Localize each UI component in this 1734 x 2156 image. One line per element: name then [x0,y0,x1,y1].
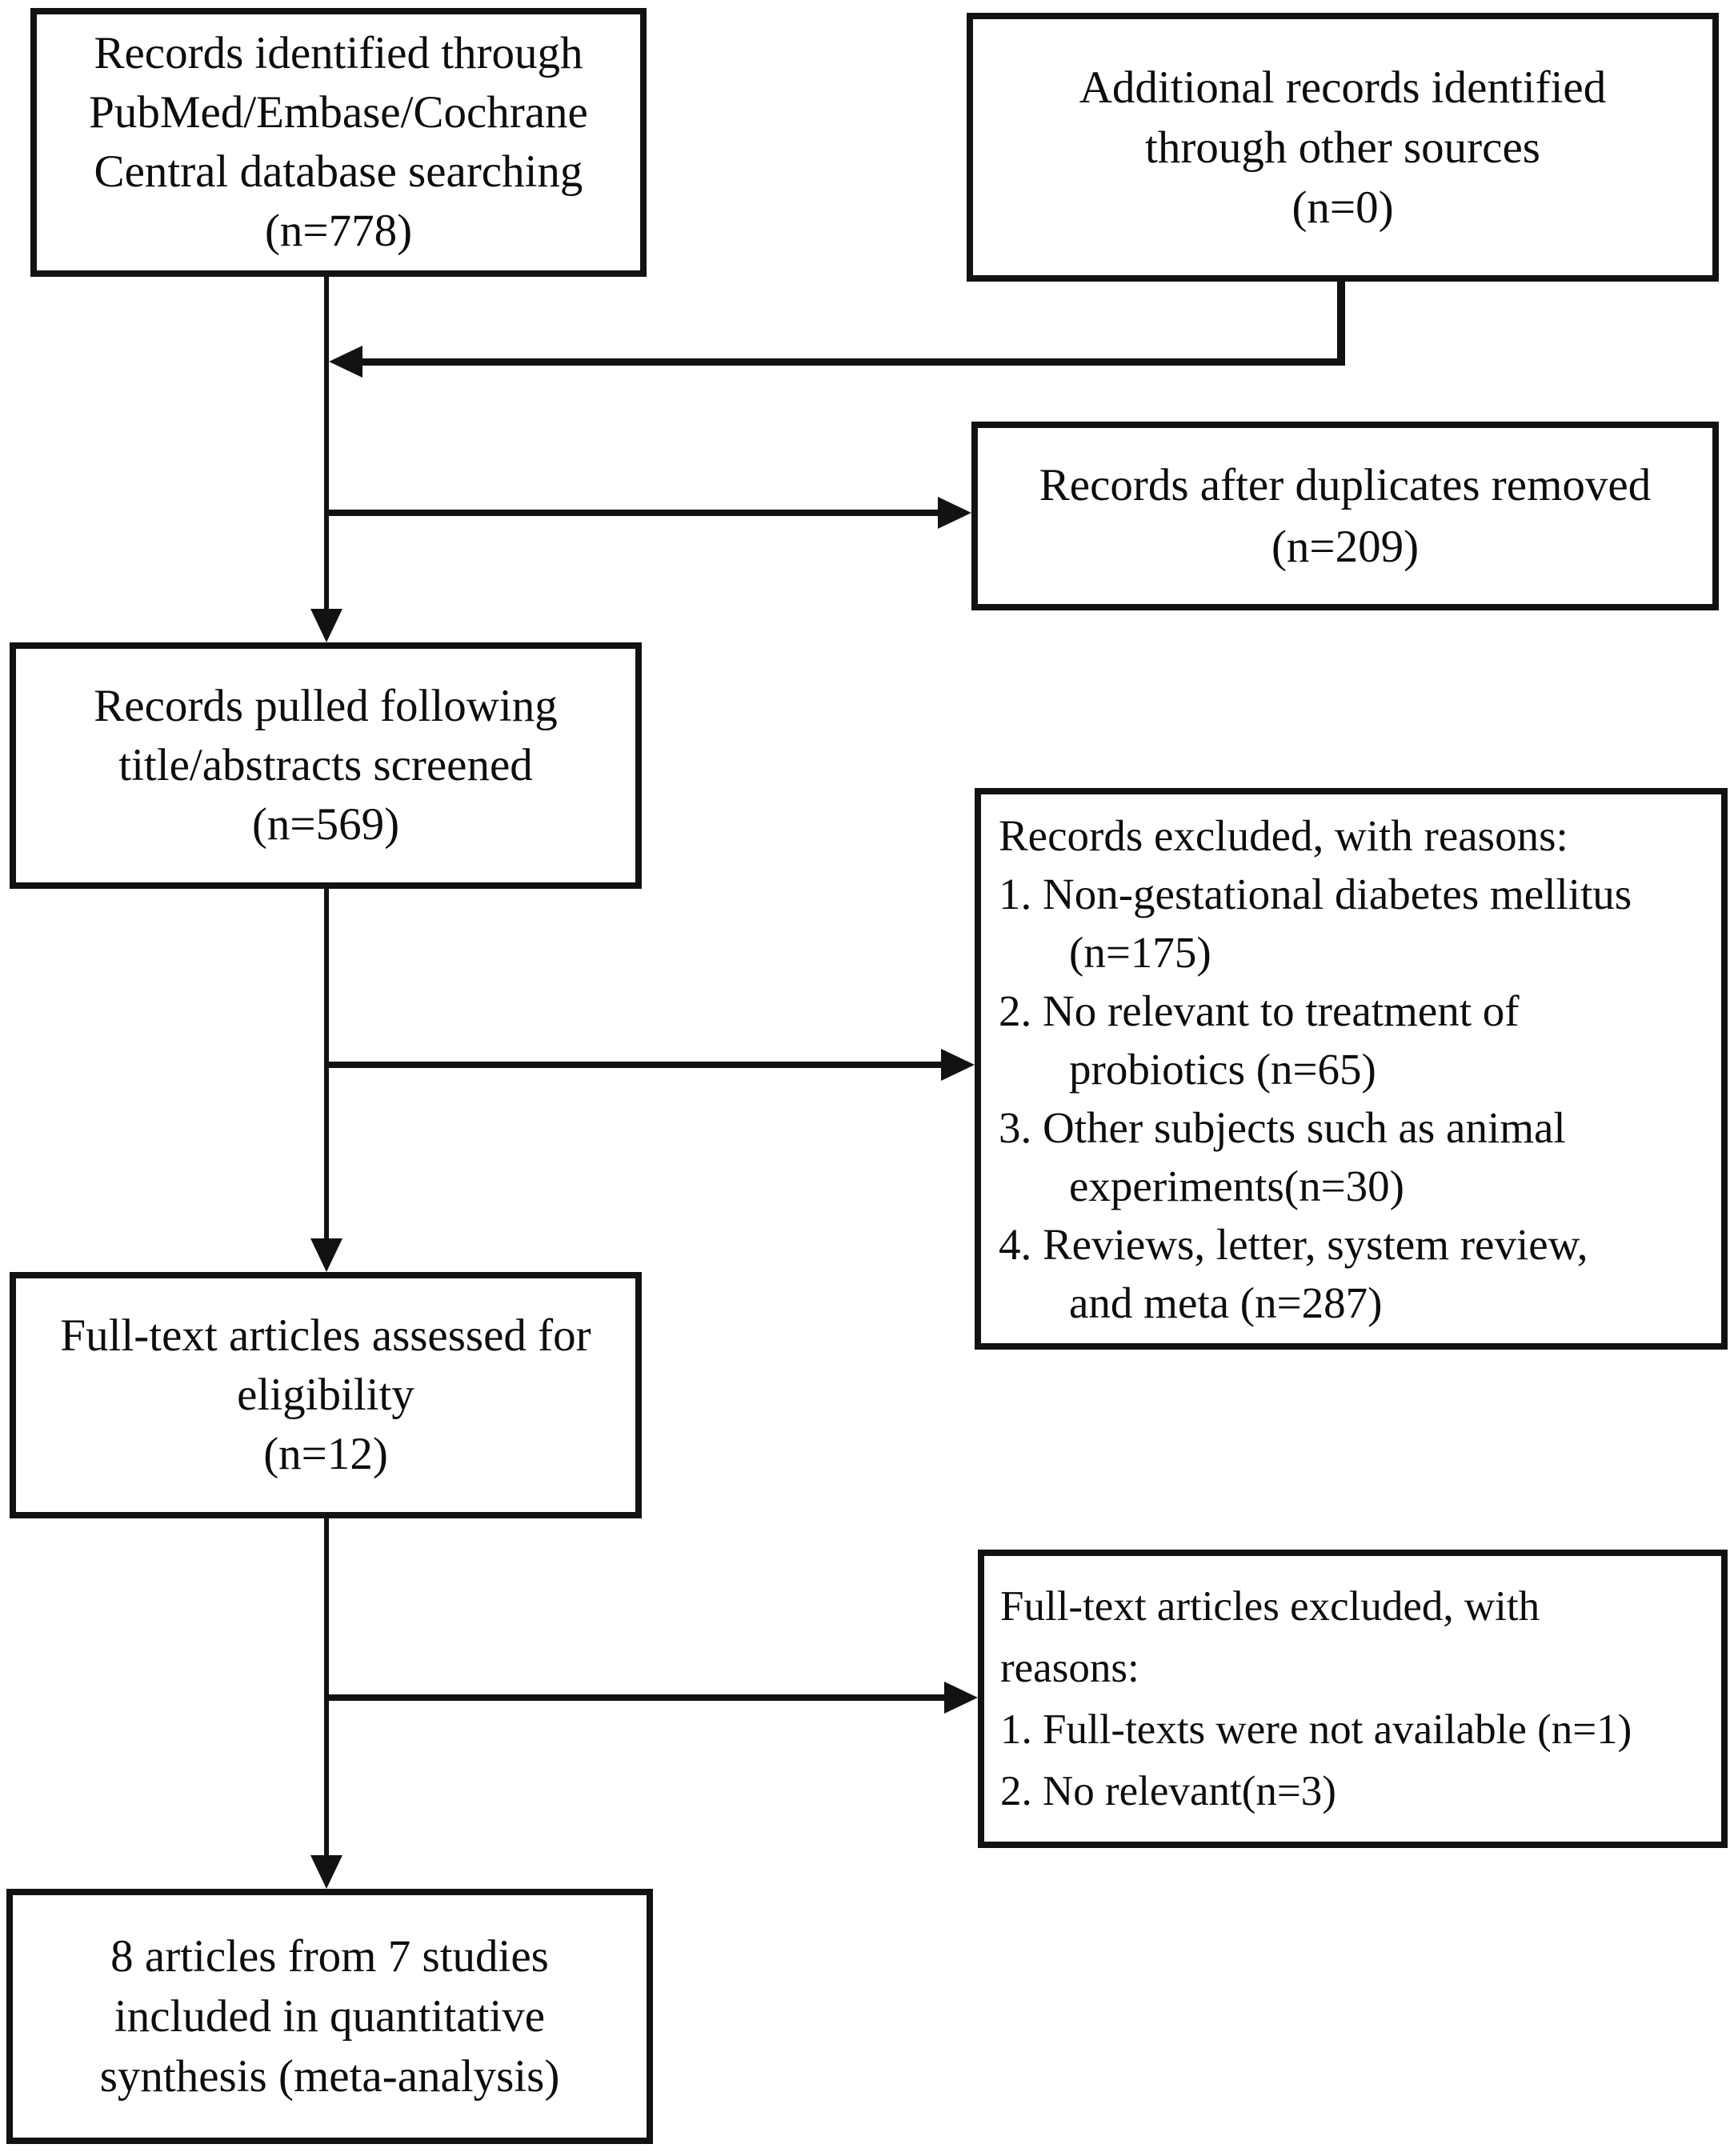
box-text-line: 1. Full-texts were not available (n=1) [1000,1706,1632,1753]
connector-assessed-to-included [324,1518,329,1855]
box-text-line: experiments(n=30) [1069,1161,1404,1210]
box-text-line: included in quantitative [114,1991,546,2042]
box-text-line: eligibility [237,1370,414,1420]
box-text-line: (n=175) [1069,927,1211,977]
arrowhead-down-icon [310,1238,342,1272]
box-text-line: probiotics (n=65) [1069,1044,1376,1094]
box-text-line: 1. Non-gestational diabetes mellitus [999,869,1632,918]
box-text-line: (n=12) [263,1429,388,1479]
box-records-excluded-reasons: Records excluded, with reasons: 1. Non-g… [975,788,1728,1350]
connector-other-sources-merge [355,358,1345,366]
box-text-line: (n=569) [251,799,400,850]
box-text-line: 3. Other subjects such as animal [999,1102,1566,1152]
box-text-line: Central database searching [94,146,583,197]
arrowhead-right-icon [941,1049,975,1081]
box-included-quantitative-synthesis: 8 articles from 7 studies included in qu… [6,1889,653,2144]
box-text-line: (n=0) [1291,182,1394,233]
box-additional-records-other-sources: Additional records identified through ot… [967,13,1719,282]
arrowhead-left-icon [329,346,362,378]
arrowhead-right-icon [938,497,971,529]
connector-to-fulltext-excluded [326,1694,944,1701]
box-text-line: (n=778) [264,206,413,256]
connector-to-records-excluded [326,1062,941,1068]
box-text-line: 8 articles from 7 studies [110,1931,549,1982]
box-records-after-duplicates-removed: Records after duplicates removed (n=209) [971,422,1719,610]
box-fulltext-assessed-eligibility: Full-text articles assessed for eligibil… [10,1272,642,1518]
box-text-line: Full-text articles assessed for [60,1310,591,1361]
box-text-line: 4. Reviews, letter, system review, [999,1219,1588,1269]
box-text-line: (n=209) [1271,522,1420,572]
box-text-line: Records identified through [94,28,583,78]
box-text-line: through other sources [1145,122,1540,173]
box-text-line: title/abstracts screened [118,740,533,790]
connector-identified-to-screened [324,277,329,612]
box-text-line: 2. No relevant(n=3) [1000,1767,1336,1814]
box-text-line: 2. No relevant to treatment of [999,986,1520,1035]
box-records-title-abstract-screened: Records pulled following title/abstracts… [10,642,642,889]
box-text-line: Additional records identified [1079,62,1607,113]
connector-to-duplicates-removed [326,510,939,516]
arrowhead-down-icon [310,1855,342,1889]
box-text-line: reasons: [1000,1644,1139,1691]
box-text-line: Records after duplicates removed [1039,460,1652,510]
box-records-identified-databases: Records identified through PubMed/Embase… [30,8,647,277]
arrowhead-down-icon [310,609,342,642]
box-fulltext-excluded-reasons: Full-text articles excluded, with reason… [978,1550,1728,1848]
box-text-line: Records excluded, with reasons: [999,810,1568,860]
arrowhead-right-icon [944,1682,978,1714]
box-text-line: and meta (n=287) [1069,1278,1383,1327]
box-text-line: PubMed/Embase/Cochrane [89,87,588,138]
connector-other-sources-stub [1337,280,1345,366]
box-text-line: Records pulled following [94,681,558,731]
box-text-line: Full-text articles excluded, with [1000,1582,1540,1630]
box-text-line: synthesis (meta-analysis) [99,2051,560,2102]
